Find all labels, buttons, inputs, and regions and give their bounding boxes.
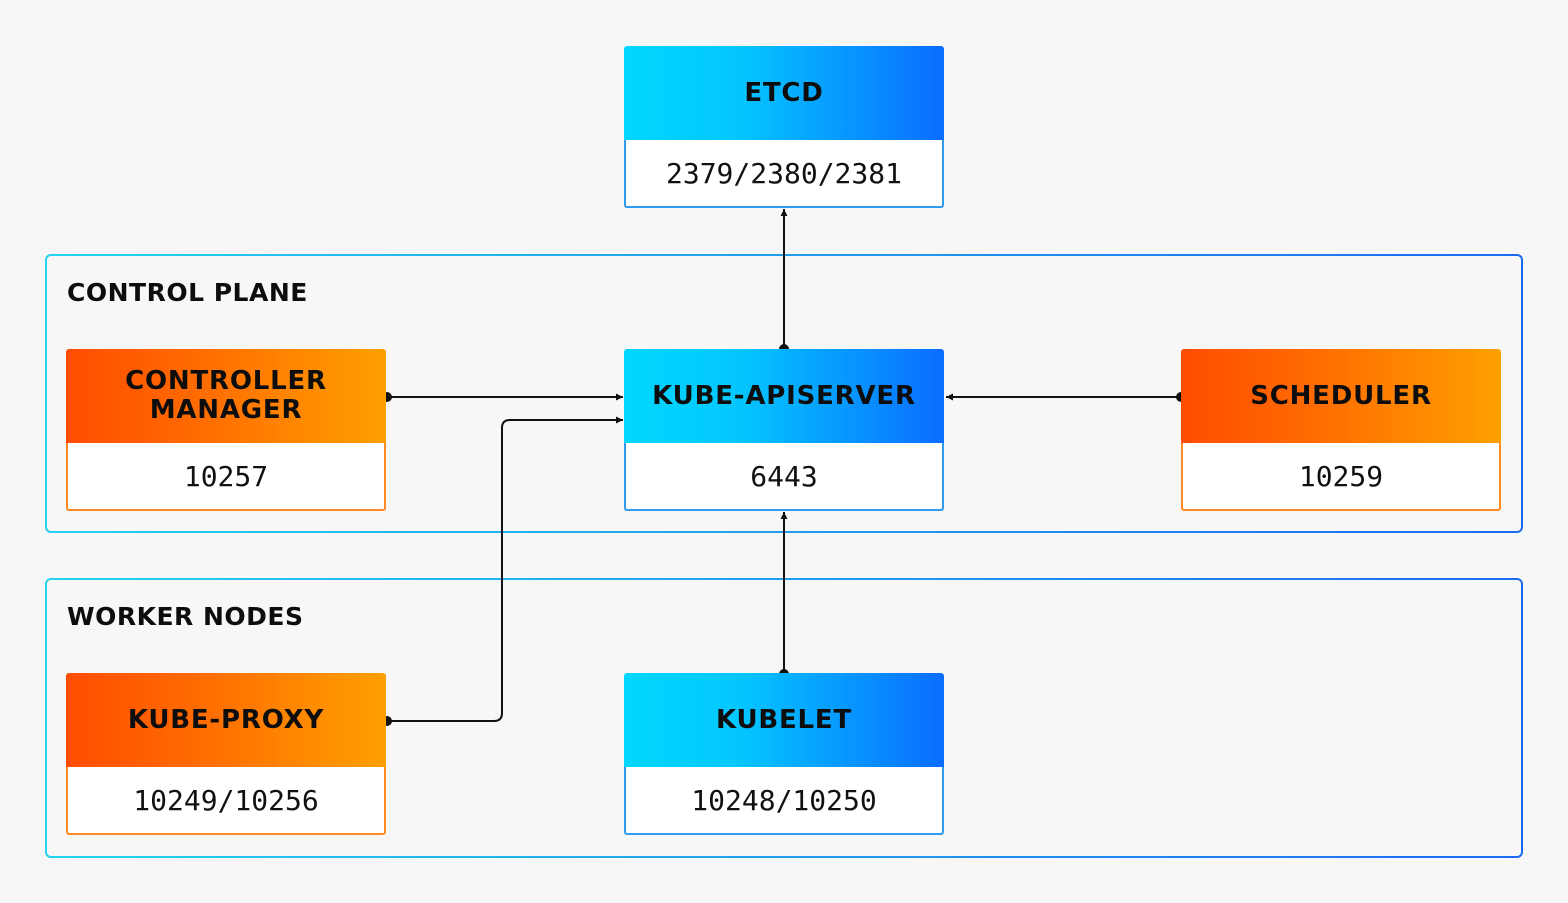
controller-manager-label: CONTROLLER MANAGER	[66, 349, 386, 443]
kube-proxy-label: KUBE-PROXY	[66, 673, 386, 767]
kube-apiserver-port: 6443	[624, 443, 944, 511]
scheduler-label: SCHEDULER	[1181, 349, 1501, 443]
scheduler-node: SCHEDULER 10259	[1181, 349, 1501, 511]
kubelet-node: KUBELET 10248/10250	[624, 673, 944, 835]
etcd-port: 2379/2380/2381	[624, 140, 944, 208]
scheduler-port: 10259	[1181, 443, 1501, 511]
kubelet-port: 10248/10250	[624, 767, 944, 835]
etcd-label: ETCD	[624, 46, 944, 140]
controller-manager-node: CONTROLLER MANAGER 10257	[66, 349, 386, 511]
kubelet-label: KUBELET	[624, 673, 944, 767]
kube-proxy-port: 10249/10256	[66, 767, 386, 835]
controller-manager-label-line1: CONTROLLER	[125, 366, 327, 396]
kube-apiserver-label: KUBE-APISERVER	[624, 349, 944, 443]
kube-apiserver-node: KUBE-APISERVER 6443	[624, 349, 944, 511]
connector-kubeproxy-apiserver	[387, 416, 623, 722]
control-plane-title: CONTROL PLANE	[67, 278, 308, 307]
controller-manager-port: 10257	[66, 443, 386, 511]
etcd-node: ETCD 2379/2380/2381	[624, 46, 944, 208]
worker-nodes-title: WORKER NODES	[67, 602, 304, 631]
kube-proxy-node: KUBE-PROXY 10249/10256	[66, 673, 386, 835]
controller-manager-label-line2: MANAGER	[149, 395, 303, 425]
